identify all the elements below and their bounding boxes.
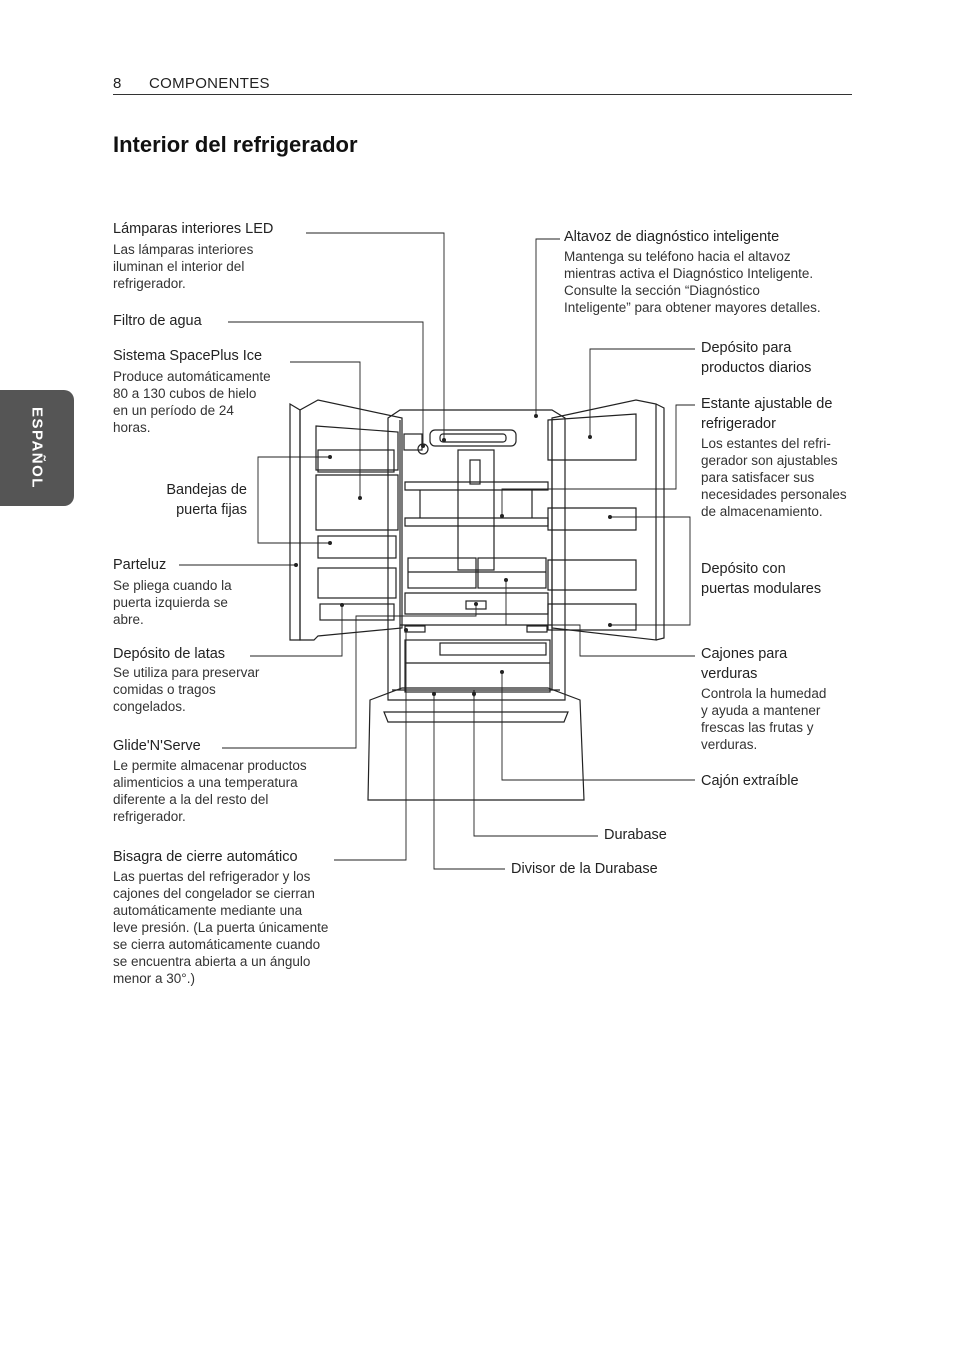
desc-mullion: Se pliega cuando la puerta izquierda se … [113, 578, 232, 627]
desc-glide-n-serve: Le permite almacenar productos alimentic… [113, 758, 307, 824]
can-bin [319, 603, 395, 621]
hinge-marker [404, 625, 426, 633]
page-number: 8 [113, 75, 122, 92]
leader-dot [472, 692, 476, 696]
label-pull-out-drawer: Cajón extraíble [701, 773, 799, 789]
language-tab: ESPAÑOL [0, 390, 74, 506]
right-door-edge [655, 403, 665, 641]
leader-modulares [610, 516, 691, 626]
leader-dot [432, 692, 436, 696]
desc-led-lamps: Las lámparas interiores iluminan el inte… [113, 242, 254, 291]
crisper-left [407, 557, 477, 589]
label-led-lamps: Lámparas interiores LED [113, 221, 274, 237]
desc-spaceplus-ice: Produce automáticamente 80 a 130 cubos d… [113, 369, 271, 435]
label-mullion: Parteluz [113, 557, 167, 573]
modular-door-bin-1 [547, 507, 637, 531]
left-door-upper-panel [315, 425, 399, 471]
section-title: COMPONENTES [149, 75, 270, 92]
freezer-handle [383, 711, 569, 723]
spaceplus-ice-bin [315, 474, 399, 531]
led-lamp-housing [439, 433, 507, 443]
leader-latas [250, 605, 343, 657]
leader-verduras [505, 580, 695, 657]
leader-bisagra [334, 630, 407, 861]
hinge-marker [526, 625, 548, 633]
door-bin-upper-left [317, 449, 395, 473]
control-panel [429, 429, 517, 447]
label-glide-n-serve: Glide'N'Serve [113, 738, 201, 754]
freezer-compartment [404, 639, 551, 693]
leader-dot [358, 496, 362, 500]
leader-dot [500, 670, 504, 674]
label-crisper-drawers: Cajones para verduras [701, 646, 788, 682]
leader-filtro [228, 321, 424, 446]
modular-door-bin-3 [547, 603, 637, 631]
leader-dot [328, 541, 332, 545]
label-water-filter: Filtro de agua [113, 313, 202, 329]
desc-crisper-drawers: Controla la humedad y ayuda a mantener f… [701, 686, 827, 752]
leader-dot [588, 435, 592, 439]
label-adjustable-shelf: Estante ajustable de refrigerador [701, 396, 833, 432]
label-dairy-bin: Depósito para productos diarios [701, 340, 812, 376]
leader-dot [474, 602, 478, 606]
leader-dot [504, 578, 508, 582]
leader-dot [608, 623, 612, 627]
leader-dot [404, 628, 408, 632]
desc-adjustable-shelf: Los estantes del refri- gerador son ajus… [701, 436, 847, 519]
desc-smart-diagnosis: Mantenga su teléfono hacia el altavoz mi… [564, 249, 821, 315]
left-door-shelf [317, 567, 397, 599]
left-door [299, 399, 403, 641]
left-door-edge [289, 402, 301, 641]
page-title: Interior del refrigerador [113, 132, 358, 157]
modular-door-bin-2 [547, 559, 637, 591]
right-door [551, 399, 657, 641]
shelf-middle [404, 517, 549, 527]
label-auto-close-hinge: Bisagra de cierre automático [113, 849, 298, 865]
cabinet-outline [387, 409, 566, 701]
leader-estante [501, 404, 695, 516]
freezer-drawer [367, 687, 585, 801]
leader-spaceplus [290, 361, 361, 498]
leader-dot [442, 438, 446, 442]
duct-vent [469, 459, 481, 485]
shelf-top [404, 481, 549, 491]
label-smart-diagnosis: Altavoz de diagnóstico inteligente [564, 229, 780, 245]
leader-dot [608, 515, 612, 519]
filter-housing [403, 433, 423, 451]
desc-can-bin: Se utiliza para preservar comidas o trag… [113, 665, 260, 714]
air-duct [457, 449, 495, 571]
leader-dot [294, 563, 298, 567]
leader-dot [500, 514, 504, 518]
label-can-bin: Depósito de latas [113, 646, 226, 662]
leader-glide [222, 604, 477, 749]
label-durabase: Durabase [604, 827, 667, 843]
desc-auto-close-hinge: Las puertas del refrigerador y los cajon… [113, 869, 329, 986]
ice-tray-grid [439, 642, 547, 656]
leader-dot [328, 455, 332, 459]
leader-extraible [501, 672, 695, 781]
leader-dot [421, 444, 425, 448]
leader-led [306, 232, 445, 440]
leader-durabase [473, 694, 598, 837]
leader-diarios [589, 348, 695, 437]
leader-dot [534, 414, 538, 418]
label-spaceplus-ice: Sistema SpacePlus Ice [113, 348, 263, 364]
label-durabase-divider: Divisor de la Durabase [511, 861, 658, 877]
label-modular-door-bin: Depósito con puertas modulares [701, 561, 822, 597]
leader-dot [340, 603, 344, 607]
crisper-right [477, 557, 547, 589]
leader-altavoz [535, 238, 560, 416]
dairy-bin [547, 413, 637, 461]
door-bin-lower-left [317, 535, 397, 559]
leader-bandejas [257, 456, 330, 544]
leader-divisor [433, 694, 505, 870]
header-rule [113, 94, 852, 95]
label-door-bins: Bandejas de puerta fijas [166, 482, 247, 518]
